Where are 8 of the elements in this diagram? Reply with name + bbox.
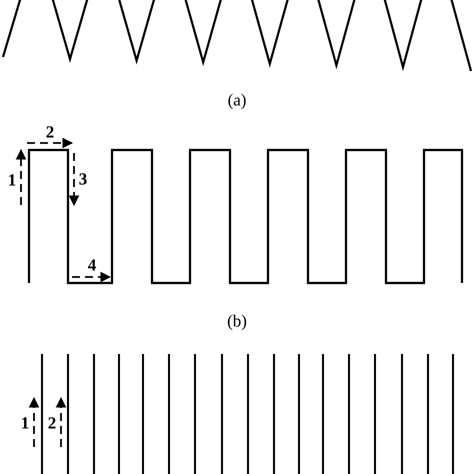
step-number: 3 xyxy=(78,170,88,188)
step-number: 1 xyxy=(20,414,30,432)
panel-label: (a) xyxy=(228,92,246,108)
step-number: 2 xyxy=(46,124,54,140)
step-number: 1 xyxy=(8,172,16,188)
panel-label: (b) xyxy=(227,312,247,330)
step-number: 4 xyxy=(88,256,96,274)
step-number: 2 xyxy=(48,414,56,432)
